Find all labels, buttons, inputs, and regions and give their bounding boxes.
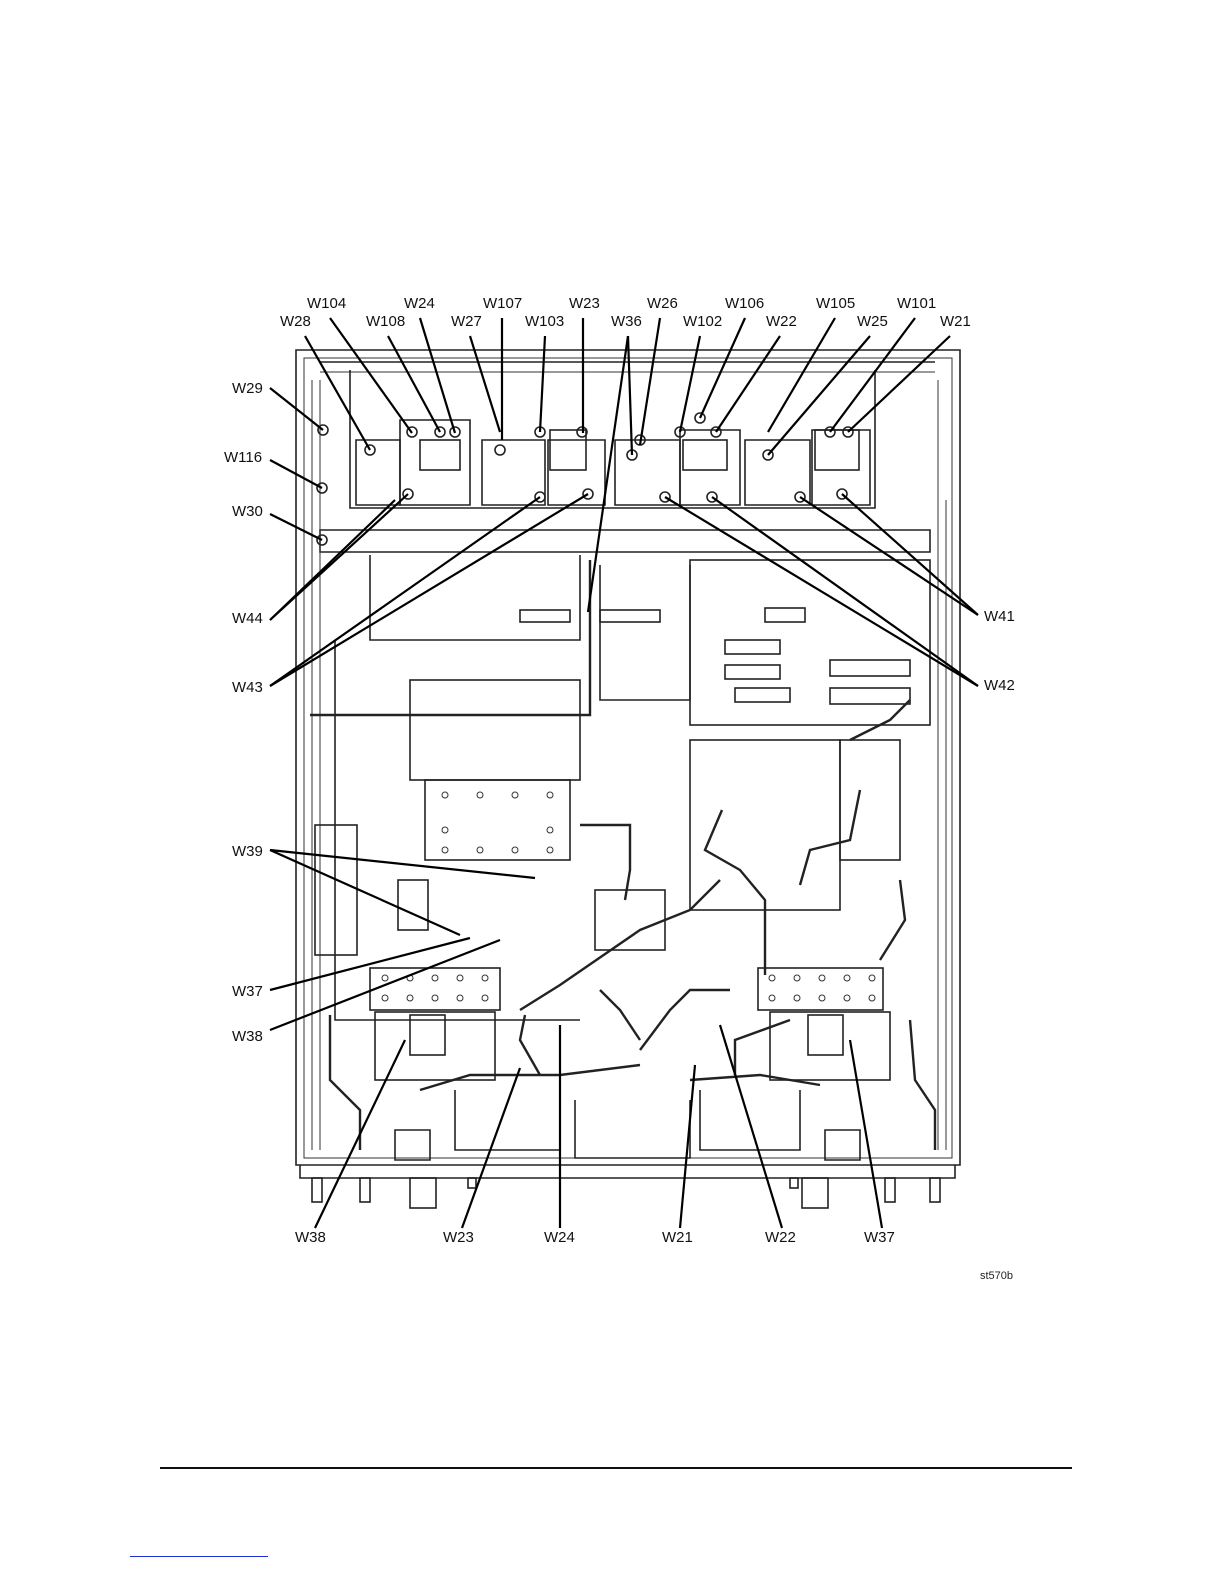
label-w37-left: W37 xyxy=(232,983,263,1000)
leader-w23-bottom xyxy=(462,1068,520,1228)
center-boards xyxy=(315,555,930,1020)
chassis xyxy=(296,350,960,1178)
leader-w43b xyxy=(270,494,588,686)
label-w39: W39 xyxy=(232,843,263,860)
label-w107: W107 xyxy=(483,295,522,312)
cables xyxy=(310,560,935,1150)
leader-w25 xyxy=(768,336,870,455)
label-w23-bottom: W23 xyxy=(443,1229,474,1246)
leader-w36a xyxy=(588,336,628,612)
label-w44: W44 xyxy=(232,610,263,627)
label-w24-bottom: W24 xyxy=(544,1229,575,1246)
label-w101: W101 xyxy=(897,295,936,312)
label-w28: W28 xyxy=(280,313,311,330)
label-w41: W41 xyxy=(984,608,1015,625)
leader-w21-bottom xyxy=(680,1065,695,1228)
label-w42: W42 xyxy=(984,677,1015,694)
label-w36: W36 xyxy=(611,313,642,330)
labels-top-row2: W28 W108 W27 W103 W36 W102 W22 W25 W21 xyxy=(280,313,971,330)
leader-w37-bottom xyxy=(850,1040,882,1228)
leader-w104 xyxy=(330,318,412,433)
label-w22-bottom: W22 xyxy=(765,1229,796,1246)
leader-w43a xyxy=(270,497,540,686)
label-w22-top: W22 xyxy=(766,313,797,330)
leader-w41a xyxy=(842,494,978,615)
leader-w106 xyxy=(700,318,745,418)
label-w21-top: W21 xyxy=(940,313,971,330)
label-w27: W27 xyxy=(451,313,482,330)
leader-lines xyxy=(270,318,978,1228)
label-w26: W26 xyxy=(647,295,678,312)
label-w43: W43 xyxy=(232,679,263,696)
leader-w39a xyxy=(270,850,535,878)
labels-top-row1: W104 W24 W107 W23 W26 W106 W105 W101 xyxy=(307,295,936,312)
leader-w26 xyxy=(640,318,660,445)
label-w102: W102 xyxy=(683,313,722,330)
leader-w41b xyxy=(800,497,978,615)
label-w25: W25 xyxy=(857,313,888,330)
leader-w39b xyxy=(270,850,460,935)
label-w105: W105 xyxy=(816,295,855,312)
figure-id: st570b xyxy=(980,1270,1013,1282)
label-w29: W29 xyxy=(232,380,263,397)
labels-right: W41 W42 xyxy=(984,608,1015,694)
label-w37-bottom: W37 xyxy=(864,1229,895,1246)
footer-rule xyxy=(160,1467,1072,1469)
label-w104: W104 xyxy=(307,295,346,312)
leader-w28 xyxy=(305,336,370,450)
bottom-blocks xyxy=(312,968,940,1208)
leader-w101 xyxy=(830,318,915,432)
leader-w24-top xyxy=(420,318,455,433)
label-w21-bottom: W21 xyxy=(662,1229,693,1246)
label-w116: W116 xyxy=(224,449,262,466)
label-w24-top: W24 xyxy=(404,295,435,312)
label-w38-left: W38 xyxy=(232,1028,263,1045)
label-w108: W108 xyxy=(366,313,405,330)
leader-w42b xyxy=(665,497,978,686)
label-w30: W30 xyxy=(232,503,263,520)
label-w103: W103 xyxy=(525,313,564,330)
labels-bottom: W38 W23 W24 W21 W22 W37 xyxy=(295,1229,895,1246)
label-w38-bottom: W38 xyxy=(295,1229,326,1246)
label-w23-top: W23 xyxy=(569,295,600,312)
leader-w36b xyxy=(628,336,632,455)
labels-left: W29 W116 W30 W44 W43 W39 W37 W38 xyxy=(224,380,263,1045)
leader-w22-bottom xyxy=(720,1025,782,1228)
label-w106: W106 xyxy=(725,295,764,312)
footer-link-underline[interactable] xyxy=(130,1556,268,1557)
leader-w44b xyxy=(270,500,395,620)
